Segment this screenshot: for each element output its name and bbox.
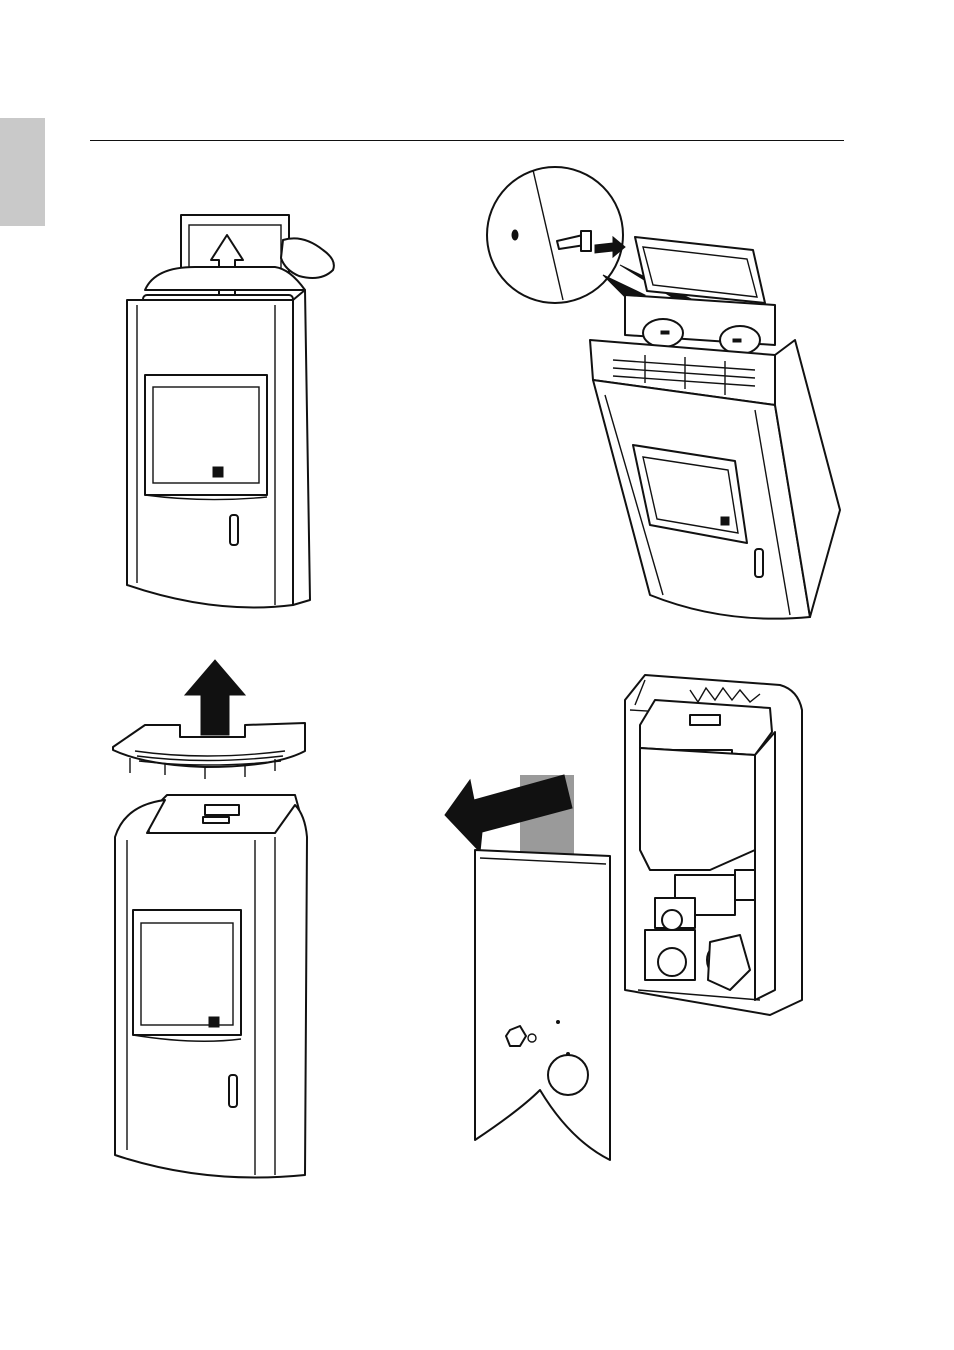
figure-remove-top-grille [105,655,320,1185]
header-rule [90,140,844,141]
figure-remove-screws-detail [485,165,845,620]
figure-remove-side-panel [440,670,840,1170]
section-tab [0,118,45,226]
figure-lift-top-lid [115,205,355,615]
arrow-up-icon [185,660,245,735]
